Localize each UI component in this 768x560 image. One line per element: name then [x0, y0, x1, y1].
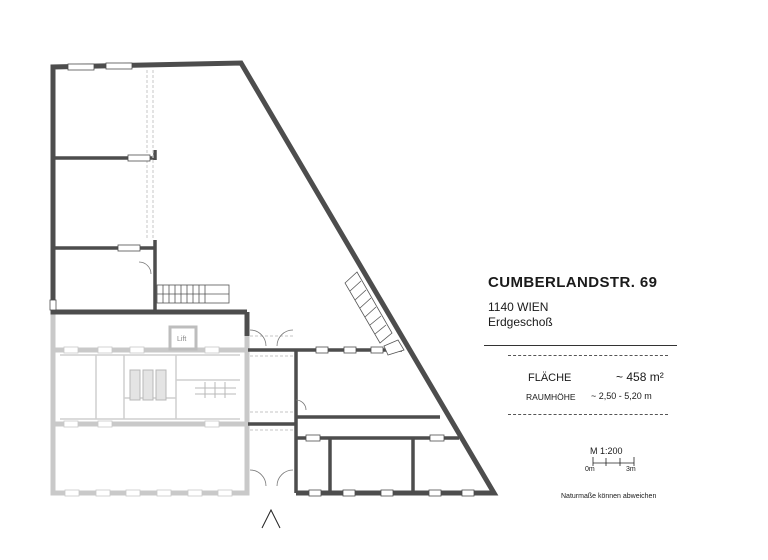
staircase-left [156, 284, 230, 304]
disclaimer-note: Naturmaße können abweichen [561, 493, 657, 500]
height-value: ~ 2,50 - 5,20 m [591, 391, 652, 401]
door-swings [138, 261, 307, 487]
light-partition [146, 70, 293, 431]
entrance-arrow-icon [261, 508, 281, 529]
scale-end-label: 3m [626, 466, 636, 473]
windows [49, 62, 475, 497]
height-label: RAUMHÖHE [526, 392, 576, 402]
address-title: CUMBERLANDSTR. 69 [488, 274, 658, 291]
scale-start-label: 0m [585, 466, 595, 473]
grey-windows [63, 346, 233, 497]
inner-walls-dark [53, 150, 459, 493]
staircase-right [344, 271, 405, 356]
grey-stair [129, 369, 236, 401]
grey-inner-lines [60, 354, 240, 420]
scale-bar [592, 457, 635, 466]
city-label: 1140 WIEN [488, 300, 549, 314]
area-value: ~ 458 m² [616, 370, 664, 384]
lift-label: Lift [177, 336, 186, 343]
floor-label: Erdgeschoß [488, 315, 553, 329]
divider-rule [484, 345, 677, 346]
lift-shaft: Lift [168, 325, 198, 351]
dashed-divider-bottom [508, 414, 668, 415]
area-label: FLÄCHE [528, 372, 572, 384]
existing-building-grey [50, 312, 250, 496]
outer-walls [50, 60, 499, 496]
scale-label: M 1:200 [590, 446, 623, 456]
dashed-divider-top [508, 355, 668, 356]
